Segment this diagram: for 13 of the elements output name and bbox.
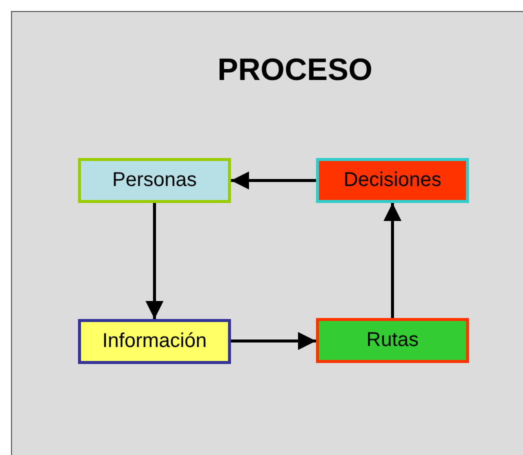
- process-box: [316, 318, 469, 363]
- process-box: [78, 319, 231, 364]
- process-box: [316, 158, 469, 203]
- box-label: Información: [102, 330, 207, 353]
- diagram-title: PROCESO: [216, 52, 374, 88]
- arrow: [231, 332, 316, 350]
- process-box: [78, 158, 231, 203]
- arrow: [231, 172, 316, 190]
- arrow: [146, 203, 164, 319]
- box-label: Rutas: [366, 329, 419, 352]
- box-label: Decisiones: [344, 169, 442, 192]
- box-label: Personas: [112, 169, 197, 192]
- arrow: [384, 203, 402, 318]
